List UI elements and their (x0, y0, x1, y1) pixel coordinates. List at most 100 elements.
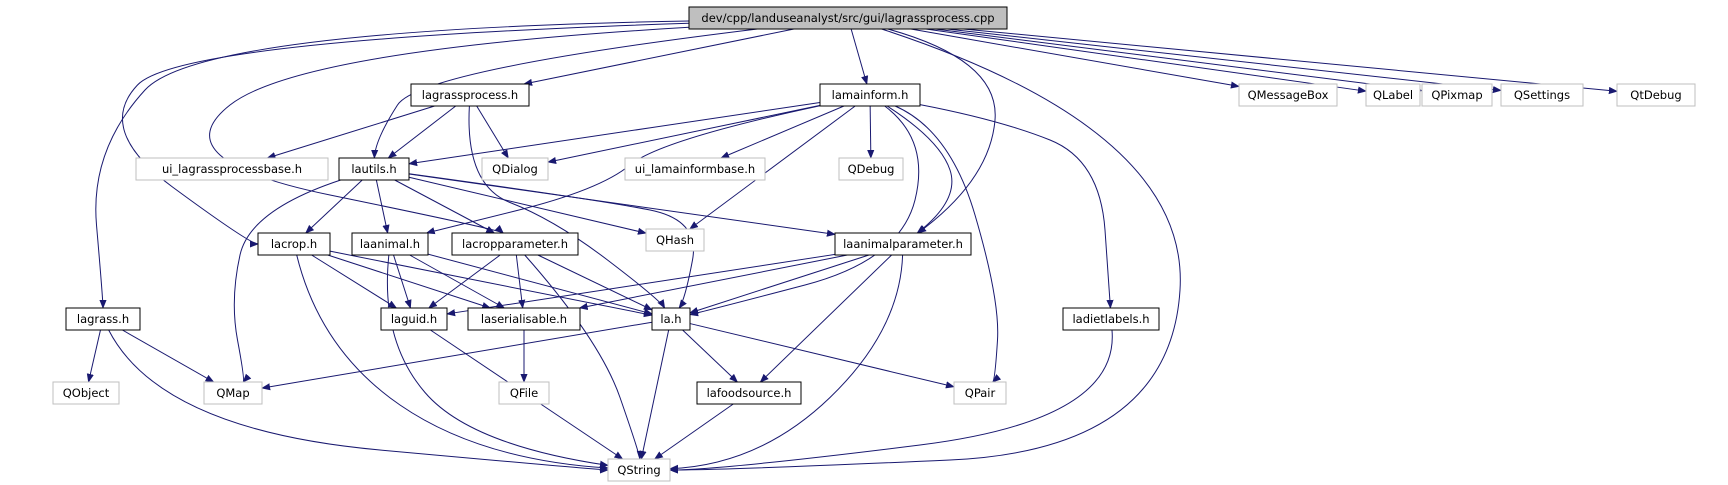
node-qsettings: QSettings (1500, 83, 1584, 107)
node-label: QObject (63, 386, 110, 400)
node-box (838, 157, 904, 181)
node-label: laserialisable.h (481, 312, 567, 326)
node-qhash: QHash (645, 228, 705, 252)
edge-lamainform-h-to-laanimalparameter-h (886, 105, 953, 234)
node-label: lamainform.h (832, 88, 909, 102)
node-label: la.h (660, 312, 681, 326)
edge-laanimalparameter-h-to-qstring (669, 254, 904, 472)
edge-lagrassprocess-h-to-qdialog (476, 105, 509, 159)
edge-lacrop-h-to-laguid-h (311, 254, 398, 309)
node-label: laanimalparameter.h (843, 237, 963, 251)
edge-root-to-lamainform-h (850, 28, 869, 85)
edge-root-to-qlabel (925, 28, 1367, 94)
node-qfile: QFile (498, 381, 550, 405)
node-lautils-h[interactable]: lautils.h (338, 157, 410, 181)
edge-lamainform-h-to-laanimal-h (425, 105, 821, 235)
node-label: QtDebug (1630, 88, 1681, 102)
node-lagrassprocess-h[interactable]: lagrassprocess.h (410, 83, 530, 107)
node-label: QLabel (1373, 88, 1413, 102)
edge-laanimal-h-to-qstring (386, 254, 609, 468)
node-box (451, 232, 579, 256)
node-qobject: QObject (52, 381, 120, 405)
node-box (651, 307, 691, 331)
node-label: lagrassprocess.h (422, 88, 518, 102)
node-box (338, 157, 410, 181)
node-box (203, 381, 263, 405)
node-lagrass-h[interactable]: lagrass.h (65, 307, 141, 331)
node-label: lafoodsource.h (707, 386, 792, 400)
node-label: QMessageBox (1248, 88, 1329, 102)
edge-laanimal-h-to-laguid-h (393, 254, 412, 309)
node-ladietlabels-h[interactable]: ladietlabels.h (1062, 307, 1160, 331)
node-label: ui_lagrassprocessbase.h (162, 162, 302, 176)
edge-root-to-laanimalparameter-h (887, 28, 996, 234)
edge-lamainform-h-to-qdialog (547, 104, 821, 164)
node-label: lacropparameter.h (462, 237, 568, 251)
node-box (65, 307, 141, 331)
edge-lamainform-h-to-ladietlabels-h (919, 104, 1114, 309)
node-box (481, 157, 549, 181)
node-label: laanimal.h (360, 237, 420, 251)
node-qdebug: QDebug (838, 157, 904, 181)
edge-root-to-qmessagebox (910, 28, 1240, 89)
node-laguid-h[interactable]: laguid.h (380, 307, 448, 331)
node-la-h[interactable]: la.h (651, 307, 691, 331)
node-box (467, 307, 581, 331)
edge-laanimal-h-to-laserialisable-h (409, 254, 506, 309)
node-box (1238, 83, 1338, 107)
edge-root-to-qtdebug (963, 28, 1618, 95)
node-label: QPair (965, 386, 996, 400)
edge-lacrop-h-to-qstring (296, 254, 609, 472)
node-box (819, 83, 921, 107)
node-box (380, 307, 448, 331)
edge-root-to-qpixmap (934, 28, 1423, 94)
node-lacropparameter-h[interactable]: lacropparameter.h (451, 232, 579, 256)
edge-lautils-h-to-la-h (408, 173, 694, 309)
edge-ladietlabels-h-to-qstring (669, 329, 1113, 474)
edge-la-h-to-qstring (639, 329, 670, 460)
node-box (257, 232, 331, 256)
edge-root-to-lacropparameter-h (209, 26, 690, 234)
edge-lacrop-h-to-laserialisable-h (327, 254, 492, 309)
edge-lautils-h-to-qhash (408, 176, 647, 235)
edge-lagrass-h-to-qmap (122, 329, 215, 383)
node-qstring: QString (607, 458, 671, 482)
node-label: ui_lamainformbase.h (635, 162, 755, 176)
node-box (52, 381, 120, 405)
node-label: QFile (510, 386, 538, 400)
edge-lacropparameter-h-to-qstring (524, 254, 644, 460)
node-label: lacrop.h (271, 237, 317, 251)
edge-lautils-h-to-lacrop-h (305, 179, 363, 234)
node-box (410, 83, 530, 107)
edge-root-to-qstring (669, 28, 1181, 474)
edge-root-to-lagrassprocess-h (523, 28, 795, 86)
node-label: QDialog (492, 162, 538, 176)
edge-lautils-h-to-lacropparameter-h (394, 179, 496, 234)
node-qtdebug: QtDebug (1616, 83, 1696, 107)
node-label: laguid.h (391, 312, 437, 326)
node-laanimalparameter-h[interactable]: laanimalparameter.h (834, 232, 972, 256)
edge-lautils-h-to-laanimal-h (375, 179, 390, 234)
node-lafoodsource-h[interactable]: lafoodsource.h (696, 381, 802, 405)
node-ui-lamainformbase-h: ui_lamainformbase.h (624, 157, 766, 181)
node-qmessagebox: QMessageBox (1238, 83, 1338, 107)
edge-lacropparameter-h-to-laguid-h (428, 254, 501, 309)
node-laanimal-h[interactable]: laanimal.h (351, 232, 429, 256)
node-lamainform-h[interactable]: lamainform.h (819, 83, 921, 107)
node-lacrop-h[interactable]: lacrop.h (257, 232, 331, 256)
node-laserialisable-h[interactable]: laserialisable.h (467, 307, 581, 331)
edge-lagrassprocess-h-to-ui-lagrassprocessbase-h (266, 105, 435, 160)
node-box (135, 157, 329, 181)
node-box (696, 381, 802, 405)
edge-lagrassprocess-h-to-lautils-h (387, 105, 457, 159)
edge-lacrop-h-to-la-h (329, 250, 653, 318)
node-label: dev/cpp/landuseanalyst/src/gui/lagrasspr… (701, 11, 994, 25)
edge-la-h-to-qpair (689, 323, 955, 389)
node-box (953, 381, 1007, 405)
node-box (351, 232, 429, 256)
node-label: lautils.h (351, 162, 396, 176)
node-qpixmap: QPixmap (1421, 83, 1493, 107)
node-root[interactable]: dev/cpp/landuseanalyst/src/gui/lagrasspr… (688, 6, 1008, 30)
node-label: QSettings (1514, 88, 1570, 102)
